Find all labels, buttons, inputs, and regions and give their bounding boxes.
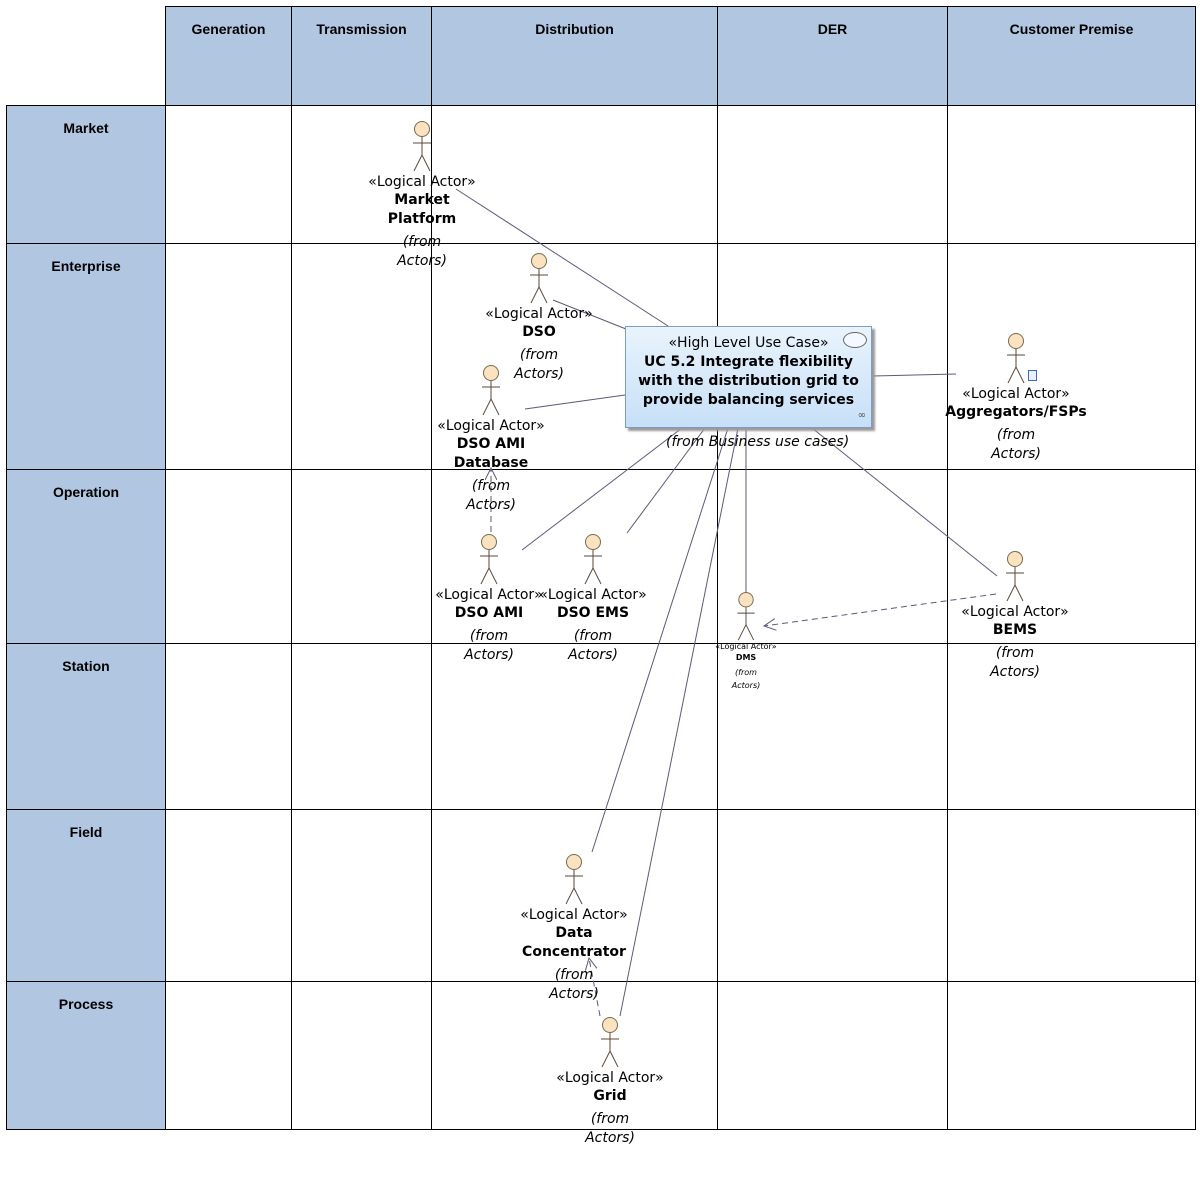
column-header-generation: Generation: [165, 6, 292, 106]
stick-figure-icon: [480, 534, 498, 585]
actor-name: DSO: [522, 324, 556, 340]
stick-figure-icon: [565, 854, 583, 905]
use-case-box[interactable]: «High Level Use Case» UC 5.2 Integrate f…: [625, 326, 872, 428]
actor-name: Concentrator: [522, 944, 626, 960]
document-icon: [1028, 370, 1037, 381]
actor-stereotype: «Logical Actor»: [715, 642, 777, 651]
actor-stereotype: «Logical Actor»: [539, 587, 647, 603]
actor-stereotype: «Logical Actor»: [961, 604, 1069, 620]
link-icon: ∞: [857, 410, 866, 421]
row-header-market: Market: [6, 105, 166, 244]
actor-name: BEMS: [992, 622, 1038, 638]
actor-stereotype: «Logical Actor»: [435, 587, 543, 603]
row-header-operation: Operation: [6, 469, 166, 644]
actor-name: DSO AMI: [454, 605, 524, 621]
stick-figure-icon: [737, 592, 755, 641]
actor-name: Market: [394, 192, 450, 208]
actor-stereotype: «Logical Actor»: [368, 174, 476, 190]
column-header-der: DER: [717, 6, 948, 106]
actor-name: DMS: [735, 653, 757, 662]
actor-name: Database: [453, 455, 529, 471]
stick-figure-icon: [530, 253, 548, 304]
row-header-process: Process: [6, 981, 166, 1130]
stick-figure-icon: [1007, 333, 1025, 384]
use-case-stereotype: «High Level Use Case»: [668, 335, 829, 351]
actor-name: Aggregators/FSPs: [945, 404, 1087, 420]
row-header-station: Station: [6, 643, 166, 810]
use-case-oval-icon: [843, 332, 867, 348]
stick-figure-icon: [482, 365, 500, 416]
stick-figure-icon: [584, 534, 602, 585]
stick-figure-icon: [601, 1017, 619, 1068]
actor-stereotype: «Logical Actor»: [437, 418, 545, 434]
actor-name: Platform: [387, 211, 457, 227]
actor-stereotype: «Logical Actor»: [520, 907, 628, 923]
actor-stereotype: «Logical Actor»: [962, 386, 1070, 402]
actor-name: Grid: [593, 1088, 627, 1104]
column-header-transmission: Transmission: [291, 6, 432, 106]
use-case-from: (from Business use cases): [666, 434, 850, 450]
actor-stereotype: «Logical Actor»: [485, 306, 593, 322]
use-case-name: UC 5.2 Integrate flexibility with the di…: [638, 354, 859, 408]
actor-stereotype: «Logical Actor»: [556, 1070, 664, 1086]
stick-figure-icon: [1006, 551, 1024, 602]
column-header-customer-premise: Customer Premise: [947, 6, 1196, 106]
stick-figure-icon: [413, 121, 431, 172]
actor-name: DSO AMI: [456, 436, 526, 452]
actor-name: DSO EMS: [556, 605, 630, 621]
column-header-distribution: Distribution: [431, 6, 718, 106]
actor-name: Data: [555, 925, 593, 941]
row-header-enterprise: Enterprise: [6, 243, 166, 470]
row-header-field: Field: [6, 809, 166, 982]
